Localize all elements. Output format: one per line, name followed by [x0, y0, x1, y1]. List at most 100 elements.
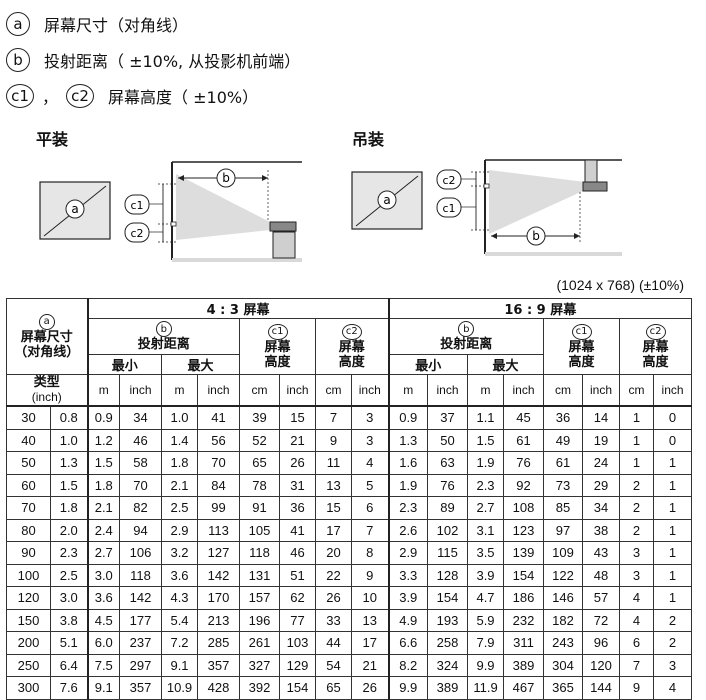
table-cell: 357 — [197, 653, 241, 677]
table-cell: 41 — [279, 518, 317, 542]
table-cell: 51 — [279, 563, 317, 587]
table-cell: 15 — [315, 496, 353, 520]
header-circle-c1-169-icon: c1 — [571, 323, 592, 340]
table-cell: 3.6 — [161, 563, 199, 587]
table-cell: 6.0 — [87, 631, 121, 655]
header-throw-label-169: 投射距离 — [440, 337, 493, 353]
floor-circle-b-icon — [216, 168, 236, 188]
table-cell: 85 — [543, 496, 584, 520]
floor-table — [272, 231, 296, 259]
table-cell: 78 — [239, 473, 281, 497]
table-cell: 76 — [427, 473, 469, 497]
table-cell: 7.2 — [161, 631, 199, 655]
header-type: 类型(inch) — [5, 374, 89, 407]
table-cell: 0.9 — [87, 405, 121, 430]
table-cell: 26 — [351, 676, 390, 700]
ceiling-circle-c2-icon — [436, 169, 462, 190]
table-cell: 34 — [582, 496, 621, 520]
table-cell: 100 — [6, 563, 51, 587]
header-screen-size: a 屏幕尺寸 （对角线） — [5, 298, 89, 375]
table-cell: 77 — [279, 608, 317, 632]
table-cell: 2 — [653, 631, 693, 655]
legend-c-text: 屏幕高度（ ±10%） — [108, 88, 259, 107]
table-cell: 41 — [197, 405, 241, 430]
header-circle-b-169-icon: b — [458, 321, 475, 338]
table-cell: 2.0 — [49, 518, 89, 542]
table-cell: 9 — [619, 676, 655, 700]
table-cell: 1.2 — [87, 428, 121, 452]
ceiling-arrow-right-icon — [574, 233, 580, 239]
header-min-43: 最小 — [87, 354, 163, 375]
header-group-4-3: 4 : 3 屏幕 — [87, 298, 390, 319]
table-cell: 36 — [279, 496, 317, 520]
table-cell: 26 — [315, 586, 353, 610]
ceiling-lens-marker — [483, 183, 490, 189]
table-cell: 154 — [279, 676, 317, 700]
table-cell: 3.5 — [467, 541, 505, 565]
table-cell: 21 — [279, 428, 317, 452]
floor-arrow-left-icon — [178, 175, 184, 181]
table-cell: 36 — [543, 405, 584, 430]
table-cell: 56 — [197, 428, 241, 452]
table-cell: 311 — [503, 631, 545, 655]
table-cell: 1.3 — [388, 428, 429, 452]
table-cell: 142 — [119, 586, 163, 610]
floor-label-c1: c1 — [130, 199, 143, 212]
ceiling-mount-title: 吊装 — [352, 130, 385, 149]
table-cell: 3.2 — [161, 541, 199, 565]
table-cell: 29 — [582, 473, 621, 497]
table-cell: 58 — [119, 451, 163, 475]
table-cell: 1.8 — [161, 451, 199, 475]
floor-mount-diagram: a b c1 c2 — [39, 161, 302, 262]
legend: a 屏幕尺寸（对角线） b 投射距离（ ±10%, 从投影机前端） c1 ， c… — [6, 6, 300, 114]
table-cell: 13 — [351, 608, 390, 632]
table-cell: 154 — [503, 563, 545, 587]
table-cell: 109 — [543, 541, 584, 565]
table-cell: 237 — [119, 631, 163, 655]
floor-label-b: b — [222, 171, 230, 185]
table-cell: 97 — [543, 518, 584, 542]
legend-b-text: 投射距离（ ±10%, 从投影机前端） — [44, 52, 301, 71]
table-cell: 1.9 — [388, 473, 429, 497]
table-cell: 52 — [239, 428, 281, 452]
floor-light-beam — [176, 174, 270, 240]
table-cell: 84 — [197, 473, 241, 497]
table-cell: 2.1 — [87, 496, 121, 520]
table-cell: 65 — [239, 451, 281, 475]
ceiling-mount-bracket — [584, 159, 598, 183]
table-cell: 467 — [503, 676, 545, 700]
table-cell: 297 — [119, 653, 163, 677]
header-circle-a-icon: a — [38, 313, 55, 330]
table-cell: 106 — [119, 541, 163, 565]
table-cell: 6.6 — [388, 631, 429, 655]
table-cell: 186 — [503, 586, 545, 610]
table-cell: 72 — [582, 608, 621, 632]
floor-circle-a-icon — [65, 199, 85, 219]
table-cell: 1.8 — [87, 473, 121, 497]
table-cell: 89 — [427, 496, 469, 520]
unit-inch-7: inch — [582, 374, 621, 407]
table-cell: 17 — [351, 631, 390, 655]
ceiling-light-beam — [489, 170, 585, 234]
table-cell: 3 — [653, 653, 693, 677]
table-cell: 40 — [6, 428, 51, 452]
table-cell: 129 — [279, 653, 317, 677]
table-cell: 3.8 — [49, 608, 89, 632]
table-cell: 46 — [279, 541, 317, 565]
legend-a: a 屏幕尺寸（对角线） — [6, 6, 300, 42]
table-cell: 9.9 — [467, 653, 505, 677]
unit-inch-2: inch — [197, 374, 241, 407]
table-cell: 31 — [279, 473, 317, 497]
ceiling-circle-a-icon — [377, 190, 397, 210]
table-cell: 232 — [503, 608, 545, 632]
table-cell: 26 — [279, 451, 317, 475]
table-cell: 0.9 — [388, 405, 429, 430]
table-cell: 92 — [503, 473, 545, 497]
